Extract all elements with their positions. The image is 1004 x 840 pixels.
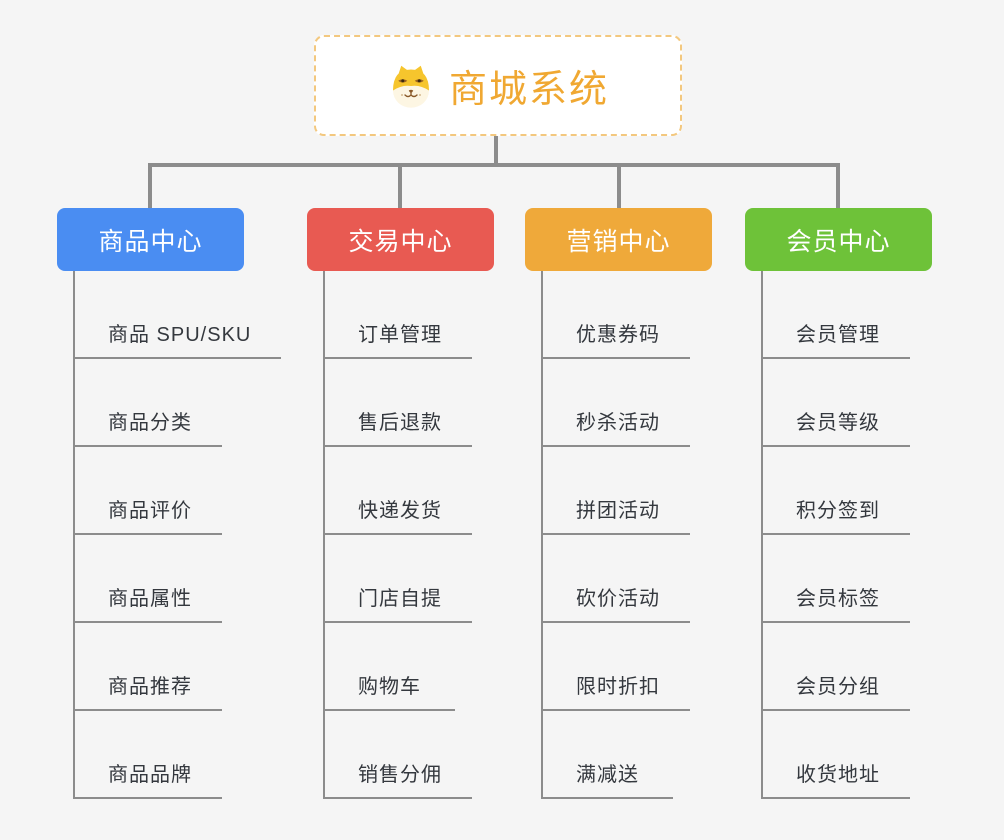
branch-label: 会员中心 — [786, 227, 891, 256]
root-node[interactable]: 商城系统 — [314, 35, 682, 136]
branch-item[interactable]: 售后退款 — [325, 359, 472, 447]
branch-item[interactable]: 限时折扣 — [543, 623, 690, 711]
branch-label: 交易中心 — [348, 227, 453, 256]
items-group-member: 会员管理 会员等级 积分签到 会员标签 会员分组 收货地址 — [761, 271, 910, 799]
items-group-trade: 订单管理 售后退款 快递发货 门店自提 购物车 销售分佣 — [323, 271, 472, 799]
connector-horizontal-bar — [148, 163, 840, 167]
branch-item[interactable]: 商品评价 — [75, 447, 222, 535]
branch-item[interactable]: 销售分佣 — [325, 711, 472, 799]
root-title: 商城系统 — [448, 69, 609, 111]
branch-item[interactable]: 商品属性 — [75, 535, 222, 623]
branch-item[interactable]: 拼团活动 — [543, 447, 690, 535]
items-group-marketing: 优惠券码 秒杀活动 拼团活动 砍价活动 限时折扣 满减送 — [541, 271, 690, 799]
branch-item[interactable]: 积分签到 — [763, 447, 910, 535]
branch-item[interactable]: 秒杀活动 — [543, 359, 690, 447]
branch-item[interactable]: 砍价活动 — [543, 535, 690, 623]
branch-node-marketing-center[interactable]: 营销中心 — [525, 208, 712, 271]
branch-item[interactable]: 门店自提 — [325, 535, 472, 623]
branch-node-product-center[interactable]: 商品中心 — [57, 208, 244, 271]
branch-node-trade-center[interactable]: 交易中心 — [307, 208, 494, 271]
branch-label: 商品中心 — [98, 227, 203, 256]
branch-item[interactable]: 购物车 — [325, 623, 455, 711]
branch-item[interactable]: 商品 SPU/SKU — [75, 271, 282, 359]
branch-item[interactable]: 商品推荐 — [75, 623, 222, 711]
connector-drop-marketing — [617, 163, 621, 209]
branch-item[interactable]: 商品分类 — [75, 359, 222, 447]
branch-item[interactable]: 快递发货 — [325, 447, 472, 535]
connector-drop-trade — [398, 163, 402, 209]
connector-drop-member — [836, 163, 840, 209]
shiba-dog-icon — [392, 65, 429, 108]
items-group-product: 商品 SPU/SKU 商品分类 商品评价 商品属性 商品推荐 商品品牌 — [73, 271, 282, 799]
branch-node-member-center[interactable]: 会员中心 — [745, 208, 932, 271]
connector-root-stem — [494, 136, 498, 166]
branch-item[interactable]: 会员分组 — [763, 623, 910, 711]
connector-drop-product — [148, 163, 152, 209]
branch-item[interactable]: 满减送 — [543, 711, 673, 799]
branch-item[interactable]: 会员管理 — [763, 271, 910, 359]
branch-item[interactable]: 收货地址 — [763, 711, 910, 799]
branch-item[interactable]: 会员等级 — [763, 359, 910, 447]
branch-label: 营销中心 — [566, 227, 671, 256]
branch-item[interactable]: 商品品牌 — [75, 711, 222, 799]
branch-item[interactable]: 优惠券码 — [543, 271, 690, 359]
branch-item[interactable]: 会员标签 — [763, 535, 910, 623]
branch-item[interactable]: 订单管理 — [325, 271, 472, 359]
